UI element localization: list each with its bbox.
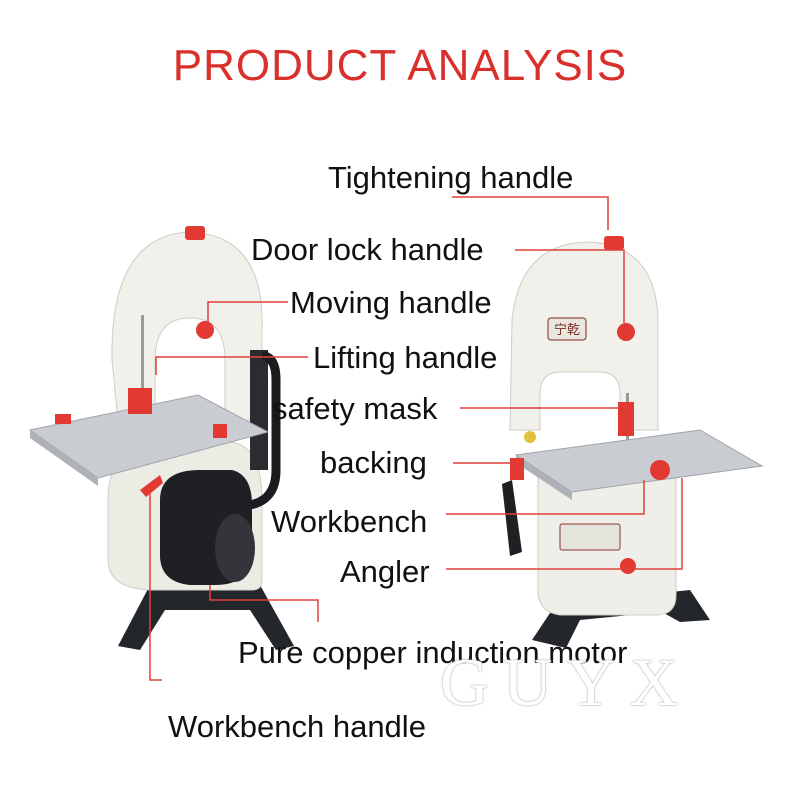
right-saw-backing xyxy=(510,458,524,480)
right-saw-rear-bracket xyxy=(502,480,522,556)
right-saw-door-lock-knob xyxy=(617,323,635,341)
leader-door-lock-handle xyxy=(515,249,625,323)
right-saw-workbench-knob xyxy=(620,558,636,574)
left-saw-blade xyxy=(141,315,144,425)
leader-workbench xyxy=(446,480,645,515)
leader-tightening-handle xyxy=(452,196,609,230)
label-motor: Pure copper induction motor xyxy=(238,635,628,670)
right-saw-indicator-light xyxy=(524,431,536,443)
right-saw-table-edge xyxy=(516,455,572,500)
label-workbench-handle: Workbench handle xyxy=(168,709,426,744)
label-tightening-handle: Tightening handle xyxy=(328,160,574,195)
left-saw-fence-knob xyxy=(55,414,71,424)
label-backing: backing xyxy=(320,445,427,480)
right-saw-nameplate xyxy=(559,523,621,551)
right-saw-logo-text: 宁乾 xyxy=(554,322,580,338)
label-angler: Angler xyxy=(340,554,430,589)
left-saw-table-edge xyxy=(30,430,98,486)
left-saw-upper-arm xyxy=(111,231,263,421)
left-saw-tightening-knob xyxy=(185,226,205,240)
label-lifting-handle: Lifting handle xyxy=(313,340,498,375)
left-saw-workbench-handle xyxy=(140,475,163,497)
watermark: GUYX xyxy=(440,644,693,720)
left-saw-safety-mask xyxy=(128,388,152,414)
left-saw-motor-fan-cover xyxy=(215,514,255,582)
left-bandsaw xyxy=(28,226,294,650)
left-saw-cable xyxy=(250,350,268,470)
leader-workbench-handle xyxy=(149,493,162,681)
right-saw-safety-mask xyxy=(618,402,634,436)
left-saw-power-cord xyxy=(248,351,281,510)
right-saw-tightening-knob xyxy=(604,236,624,250)
leader-angler xyxy=(446,478,683,570)
label-workbench: Workbench xyxy=(271,504,428,539)
label-moving-handle: Moving handle xyxy=(290,285,492,320)
leader-lifting-handle xyxy=(155,356,308,375)
right-saw-angler-knob xyxy=(650,460,670,480)
label-safety-mask: safety mask xyxy=(272,391,438,426)
label-door-lock-handle: Door lock handle xyxy=(251,232,484,267)
right-bandsaw: 宁乾 xyxy=(502,236,764,648)
page-title: PRODUCT ANALYSIS xyxy=(172,41,628,90)
left-saw-moving-knob xyxy=(196,321,214,339)
leader-motor xyxy=(209,585,319,622)
left-saw-fence-lock xyxy=(213,424,227,438)
right-saw-logo-plate xyxy=(547,317,587,341)
leader-moving-handle xyxy=(207,301,288,322)
left-saw-base xyxy=(118,585,294,650)
leader-lines xyxy=(149,196,683,681)
